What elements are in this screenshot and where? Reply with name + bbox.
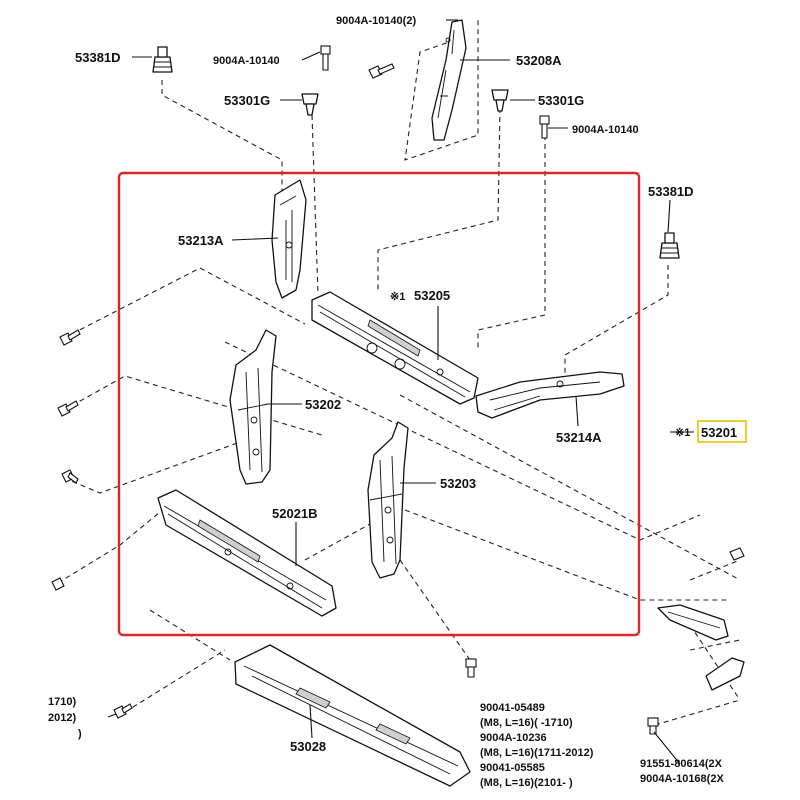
label-53213A[interactable]: 53213A [178, 233, 224, 248]
support-53203-icon [367, 421, 409, 579]
label-53203[interactable]: 53203 [440, 476, 476, 491]
bolt-left-1-icon [59, 329, 81, 346]
notes-right: 91551-80614(2X 9004A-10168(2X [640, 758, 724, 785]
label-53028[interactable]: 53028 [290, 739, 326, 754]
bolt-9004A-10140-a-icon [320, 45, 331, 71]
note-right-2[interactable]: 9004A-10168(2X [640, 773, 724, 785]
bolt-9004A-10140-b-icon [539, 115, 550, 139]
bracket-53208A-icon [431, 19, 467, 141]
label-53205-prefix: ※1 [390, 291, 405, 303]
bolt-left-2-icon [57, 400, 79, 417]
crossmember-52021B-icon [157, 489, 337, 617]
note-bottom-2: (M8, L=16)( -1710) [480, 717, 573, 729]
clip-53301G-right-icon [491, 89, 509, 112]
label-9004A-10140-b[interactable]: 9004A-10140 [572, 124, 639, 136]
label-53202[interactable]: 53202 [305, 397, 341, 412]
support-53214A-icon [475, 371, 625, 419]
label-53201-box [697, 420, 747, 443]
grommet-53381D-top-icon [152, 46, 173, 73]
bolt-bottom-right-icon [647, 717, 659, 735]
label-53301G-left[interactable]: 53301G [224, 93, 270, 108]
support-53205-icon [311, 291, 479, 405]
label-9004A-10140-2[interactable]: 9004A-10140(2) [336, 15, 416, 27]
label-53201[interactable]: 53201 [701, 425, 737, 440]
note-left-1: 1710) [48, 696, 76, 708]
label-53201-prefix: ※1 [675, 427, 690, 439]
clip-53301G-left-icon [301, 93, 319, 116]
bracket-53213A-icon [271, 179, 307, 299]
label-53205[interactable]: 53205 [414, 288, 450, 303]
bolt-right-edge-icon [729, 547, 745, 561]
note-left-3: ) [78, 728, 82, 740]
label-53381D-right[interactable]: 53381D [648, 184, 694, 199]
cover-53028-icon [234, 644, 471, 787]
bolt-left-4-icon [51, 577, 65, 591]
note-bottom-6: (M8, L=16)(2101- ) [480, 777, 573, 789]
label-53381D-top[interactable]: 53381D [75, 50, 121, 65]
note-bottom-4: (M8, L=16)(1711-2012) [480, 747, 594, 759]
bolt-left-3-icon [61, 469, 79, 484]
note-right-1[interactable]: 91551-80614(2X [640, 758, 723, 770]
note-bottom-1[interactable]: 90041-05489 [480, 702, 545, 714]
notes-bottom: 90041-05489 (M8, L=16)( -1710) 9004A-102… [480, 702, 594, 789]
label-53301G-right[interactable]: 53301G [538, 93, 584, 108]
bolt-left-5-icon [113, 703, 133, 719]
notes-left: 1710) 2012) ) [48, 696, 82, 740]
support-53202-icon [229, 329, 277, 485]
label-52021B[interactable]: 52021B [272, 506, 318, 521]
note-left-2: 2012) [48, 712, 76, 724]
label-53208A[interactable]: 53208A [516, 53, 562, 68]
part-labels: 53381D 9004A-10140(2) 9004A-10140 53208A… [75, 15, 737, 754]
grommet-53381D-right-icon [659, 232, 680, 259]
bolt-bottom-center-icon [465, 658, 477, 678]
note-bottom-3[interactable]: 9004A-10236 [480, 732, 547, 744]
bolt-9004A-10140-2-icon [368, 63, 395, 79]
leader-lines [107, 19, 694, 765]
note-bottom-5[interactable]: 90041-05585 [480, 762, 545, 774]
label-53214A[interactable]: 53214A [556, 430, 602, 445]
label-9004A-10140-a[interactable]: 9004A-10140 [213, 55, 280, 67]
bracket-right-lower-icon [705, 657, 745, 691]
assembly-highlight-box [117, 171, 641, 637]
bracket-right-upper-icon [657, 604, 729, 641]
